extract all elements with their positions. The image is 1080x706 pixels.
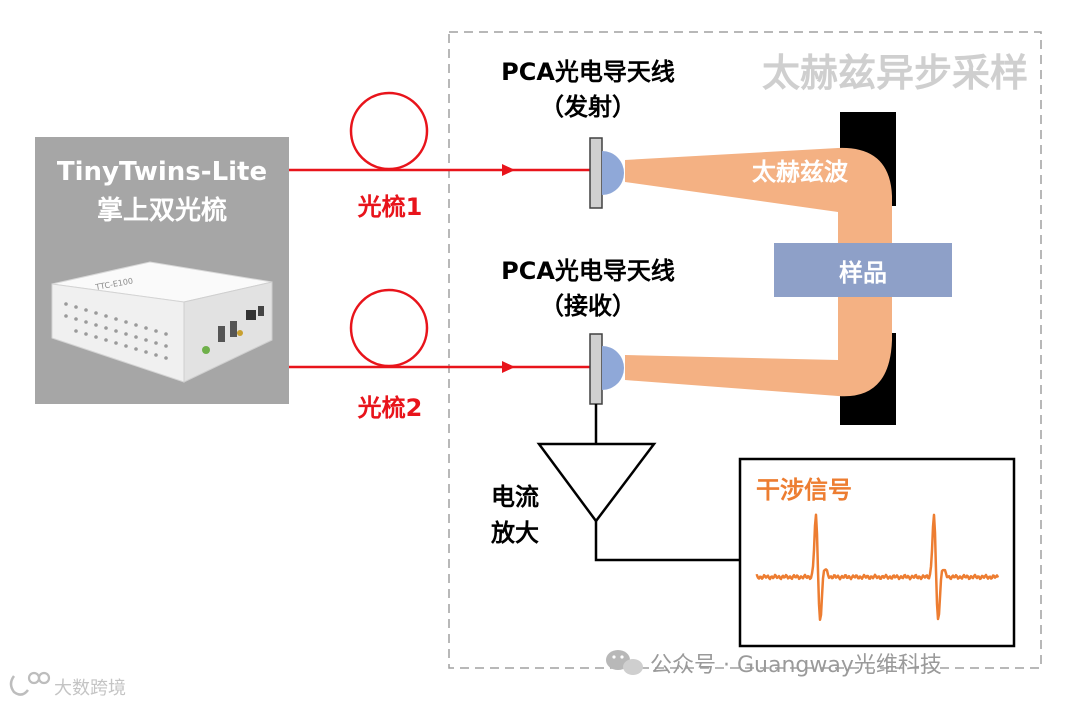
corner-watermark: 大数跨境 bbox=[54, 678, 126, 699]
receiver-lens bbox=[602, 346, 624, 390]
emitter-label-line1: PCA光电导天线 bbox=[501, 58, 675, 86]
wire-amp-signal bbox=[594, 521, 740, 562]
receiver-antenna bbox=[589, 333, 624, 405]
fiber-loop-1 bbox=[349, 91, 429, 171]
sample-block bbox=[774, 243, 952, 297]
emitter-lens bbox=[602, 151, 624, 195]
receiver-label-line1: PCA光电导天线 bbox=[501, 257, 675, 285]
receiver-label-line2: （接收） bbox=[540, 292, 636, 320]
signal-box-title: 干涉信号 bbox=[756, 476, 852, 504]
comb2-label: 光梳2 bbox=[357, 394, 423, 422]
interference-signal-trace bbox=[755, 513, 1000, 622]
arrow-comb2-icon bbox=[502, 361, 515, 373]
emitter-label-line2: （发射） bbox=[540, 93, 636, 121]
comb1-label: 光梳1 bbox=[357, 193, 423, 221]
corner-logo-icon bbox=[9, 671, 51, 696]
amplifier-icon bbox=[536, 442, 657, 524]
thz-wave-label: 太赫兹波 bbox=[752, 158, 849, 186]
sample-label: 样品 bbox=[839, 259, 887, 287]
amplifier-label-line2: 放大 bbox=[490, 519, 539, 547]
sampling-box-title: 太赫兹异步采样 bbox=[762, 51, 1028, 95]
emitter-antenna bbox=[589, 137, 624, 209]
device-title-line2: 掌上双光梳 bbox=[97, 195, 227, 226]
wechat-icon bbox=[606, 650, 643, 675]
signal-box bbox=[738, 457, 1016, 648]
thz-beam bbox=[625, 147, 892, 397]
sampling-boundary bbox=[448, 31, 1042, 669]
device-image: TTC-E100 bbox=[51, 261, 273, 383]
fiber-loop-2 bbox=[349, 288, 429, 368]
amplifier-label-line1: 电流 bbox=[491, 483, 539, 511]
device-title-line1: TinyTwins-Lite bbox=[57, 157, 267, 187]
wechat-watermark: 公众号 · Guangway光维科技 bbox=[650, 653, 942, 678]
arrow-comb1-icon bbox=[502, 164, 515, 176]
